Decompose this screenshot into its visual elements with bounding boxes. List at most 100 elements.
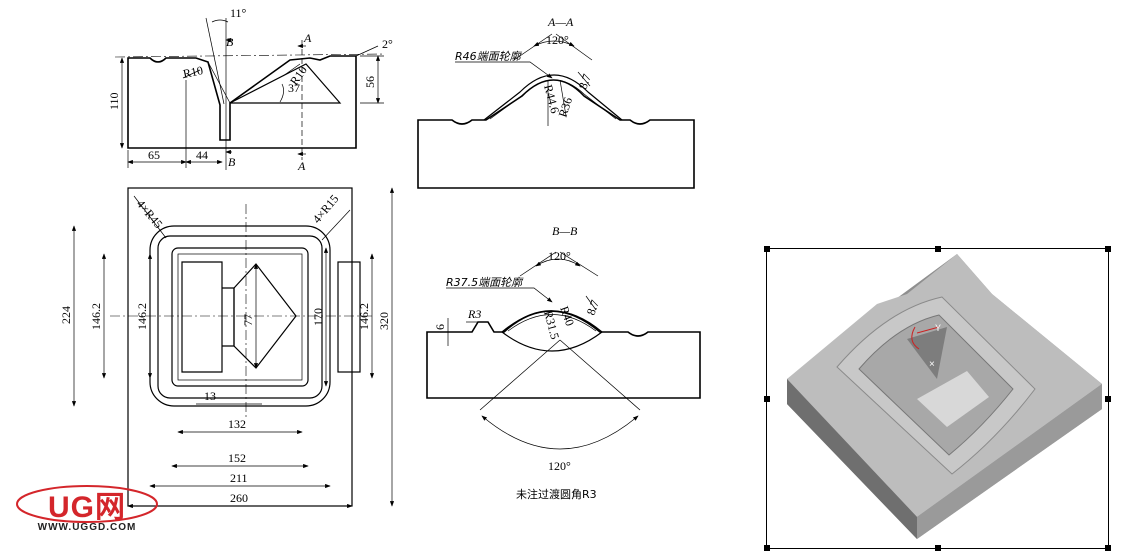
front-section-centerline <box>114 53 386 58</box>
bb-lower-angle-arc <box>481 415 639 450</box>
r10-left-leader <box>182 69 201 79</box>
angle-2-leader <box>355 45 379 57</box>
aa-angle-label: 120° <box>546 33 569 47</box>
dim-44-label: 44 <box>196 148 208 162</box>
dim-152-label: 152 <box>228 451 246 465</box>
angle-37-label: 37 <box>288 81 300 95</box>
dim-56-label: 56 <box>363 76 377 88</box>
bb-r40-label: R40 <box>557 304 577 328</box>
axis-y-line <box>916 326 940 334</box>
section-b-label-top: B <box>226 35 234 49</box>
logo-url: WWW.UGGD.COM <box>37 522 137 533</box>
3d-render-frame[interactable]: Y × <box>764 246 1111 551</box>
section-bb-profile-inner <box>507 314 597 332</box>
ug-watermark-logo: UG网 WWW.UGGD.COM <box>12 482 164 540</box>
section-b-label-bottom: B <box>228 155 236 169</box>
axis-marker <box>911 326 920 350</box>
front-section-pocket <box>229 63 342 104</box>
aa-r36-label: R36 <box>556 96 575 119</box>
model-ridge-left <box>907 327 947 379</box>
section-a-label-top: A <box>303 31 312 45</box>
resize-handle-tl[interactable] <box>764 246 770 252</box>
plan-view: 4×R45 4×R15 224 146.2 146.2 77 170 146.2… <box>59 187 395 509</box>
plan-r15-outline <box>157 235 323 399</box>
bb-profile-leader <box>446 287 553 303</box>
plan-step <box>222 287 235 347</box>
r15-label: 4×R15 <box>310 192 342 226</box>
front-section-view: 11° B A 2° R10 R10 37 110 56 65 44 B A <box>107 6 393 173</box>
logo-text: UG网 <box>48 491 126 524</box>
bb-profile-label: R37.5端面轮廓 <box>446 276 524 289</box>
plan-right-tab <box>337 261 361 373</box>
section-bb-body <box>426 310 701 399</box>
angle-11-arc <box>211 19 229 23</box>
r10-right-leader <box>282 63 301 77</box>
dim-320-label: 320 <box>377 312 391 330</box>
section-bb-pocket <box>501 310 603 352</box>
section-aa-profile-inner <box>489 79 617 120</box>
plan-pocket-inner <box>177 253 303 381</box>
r10-left-label: R10 <box>182 63 204 81</box>
bb-lower-angle-label: 120° <box>548 459 571 473</box>
bb-lower-line-r <box>559 339 641 411</box>
dim-77-label: 77 <box>241 314 255 326</box>
resize-handle-t[interactable] <box>935 246 941 252</box>
r45-leader <box>133 195 167 239</box>
section-bb-title: B—B <box>552 224 578 238</box>
section-bb-view: B—B 120° R37.5端面轮廓 8.7 R3 6 R40 R31.5 12… <box>426 224 701 501</box>
dim-1462-c-label: 146.2 <box>357 303 371 330</box>
bb-lower-line-l <box>479 339 561 411</box>
dim-1462-a-label: 146.2 <box>89 303 103 330</box>
model-front-face <box>787 379 917 539</box>
model-pocket <box>858 314 1014 456</box>
bb-6-label: 6 <box>433 324 447 330</box>
aa-profile-leader <box>455 61 553 79</box>
model-ridge-right <box>917 371 989 427</box>
dim-110-label: 110 <box>107 92 121 110</box>
logo-ring <box>16 485 158 523</box>
axis-y-label: Y <box>935 323 941 333</box>
plan-pocket-outer <box>171 247 309 387</box>
dim-211-label: 211 <box>230 471 248 485</box>
front-section-body <box>127 55 357 149</box>
dim-132-label: 132 <box>228 417 246 431</box>
dim-170-label: 170 <box>311 308 325 326</box>
r45-label: 4×R45 <box>134 197 166 231</box>
front-section-edge <box>207 61 231 104</box>
resize-handle-l[interactable] <box>764 396 770 402</box>
bb-87-label: 8.7 <box>584 298 602 317</box>
aa-profile-label: R46端面轮廓 <box>455 50 523 63</box>
section-aa-title: A—A <box>547 15 574 29</box>
aa-angle-line-r <box>555 33 593 61</box>
section-a-label-bottom: A <box>297 159 306 173</box>
resize-handle-b[interactable] <box>935 545 941 551</box>
dim-260-label: 260 <box>230 491 248 505</box>
dim-224-label: 224 <box>59 306 73 324</box>
aa-87-label: 8.7 <box>576 72 594 91</box>
aa-angle-line-l <box>513 33 553 61</box>
angle-2-label: 2° <box>382 37 393 51</box>
plan-left-ramp <box>181 261 223 373</box>
3d-model: Y × <box>787 254 1102 539</box>
plan-ridge <box>233 263 297 369</box>
resize-handle-tr[interactable] <box>1105 246 1111 252</box>
dim-65-label: 65 <box>148 148 160 162</box>
axis-x-label: × <box>929 359 935 370</box>
resize-handle-bl[interactable] <box>764 545 770 551</box>
dim-13-label: 13 <box>204 389 216 403</box>
fillet-note: 未注过渡圆角R3 <box>516 487 597 501</box>
resize-handle-r[interactable] <box>1105 396 1111 402</box>
section-aa-view: A—A 120° R46端面轮廓 8.7 R36 R44.6 <box>417 15 695 189</box>
bb-angle-label: 120° <box>548 249 571 263</box>
aa-angle-arc <box>533 40 575 47</box>
r15-leader <box>321 209 351 241</box>
aa-87-dim <box>577 71 591 87</box>
aa-r446-label: R44.6 <box>541 83 562 115</box>
model-right-face <box>917 384 1102 539</box>
section-aa-profile-outer <box>483 74 623 121</box>
resize-handle-br[interactable] <box>1105 545 1111 551</box>
aa-r36-leader <box>559 79 567 117</box>
angle-11-label: 11° <box>230 6 247 20</box>
bb-angle-arc <box>535 258 581 267</box>
